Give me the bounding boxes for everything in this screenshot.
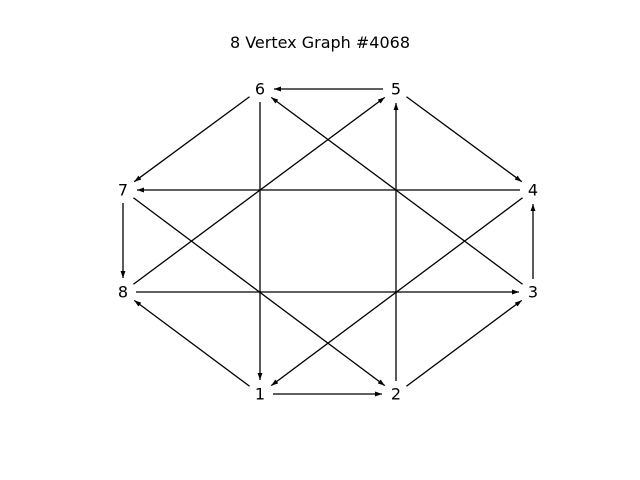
node-8: 8 bbox=[118, 283, 128, 302]
graph-title: 8 Vertex Graph #4068 bbox=[229, 33, 411, 52]
edge-5-to-4 bbox=[406, 96, 523, 183]
edge-3-to-6 bbox=[270, 96, 523, 285]
edges-layer bbox=[120, 86, 536, 397]
node-5: 5 bbox=[391, 80, 401, 99]
node-3: 3 bbox=[528, 283, 538, 302]
edge-2-to-3 bbox=[406, 299, 523, 387]
node-2: 2 bbox=[391, 385, 401, 404]
edge-6-to-7 bbox=[133, 96, 250, 183]
node-6: 6 bbox=[255, 80, 265, 99]
edge-1-to-8 bbox=[133, 299, 250, 387]
edge-8-to-5 bbox=[133, 96, 386, 285]
node-7: 7 bbox=[118, 181, 128, 200]
node-4: 4 bbox=[528, 181, 538, 200]
nodes-layer: 1 2 3 4 5 6 7 8 bbox=[118, 80, 538, 404]
node-1: 1 bbox=[255, 385, 265, 404]
